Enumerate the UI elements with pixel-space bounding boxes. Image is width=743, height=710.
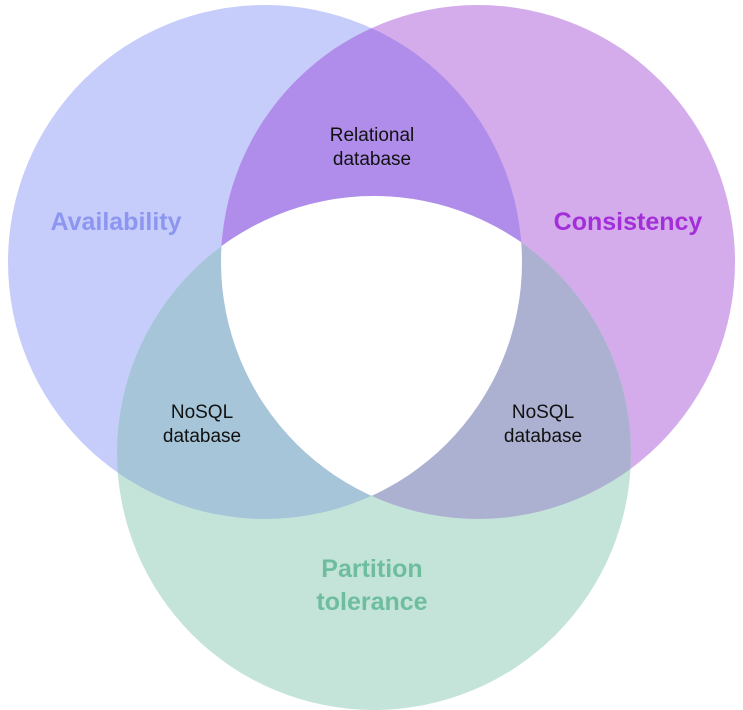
nosql-database-left-label-line1: NoSQL	[171, 402, 233, 423]
relational-database-label-line2: database	[333, 149, 411, 170]
partition-tolerance-label-line1: Partition	[321, 555, 422, 583]
nosql-database-left-label-line2: database	[163, 426, 241, 447]
center-overlap	[221, 196, 522, 519]
relational-database-label-line1: Relational	[330, 125, 415, 146]
availability-label: Availability	[50, 208, 181, 236]
nosql-database-right-label-line2: database	[504, 426, 582, 447]
partition-tolerance-label-line2: tolerance	[316, 588, 427, 616]
nosql-database-right-label-line1: NoSQL	[512, 402, 574, 423]
consistency-label: Consistency	[554, 208, 703, 236]
